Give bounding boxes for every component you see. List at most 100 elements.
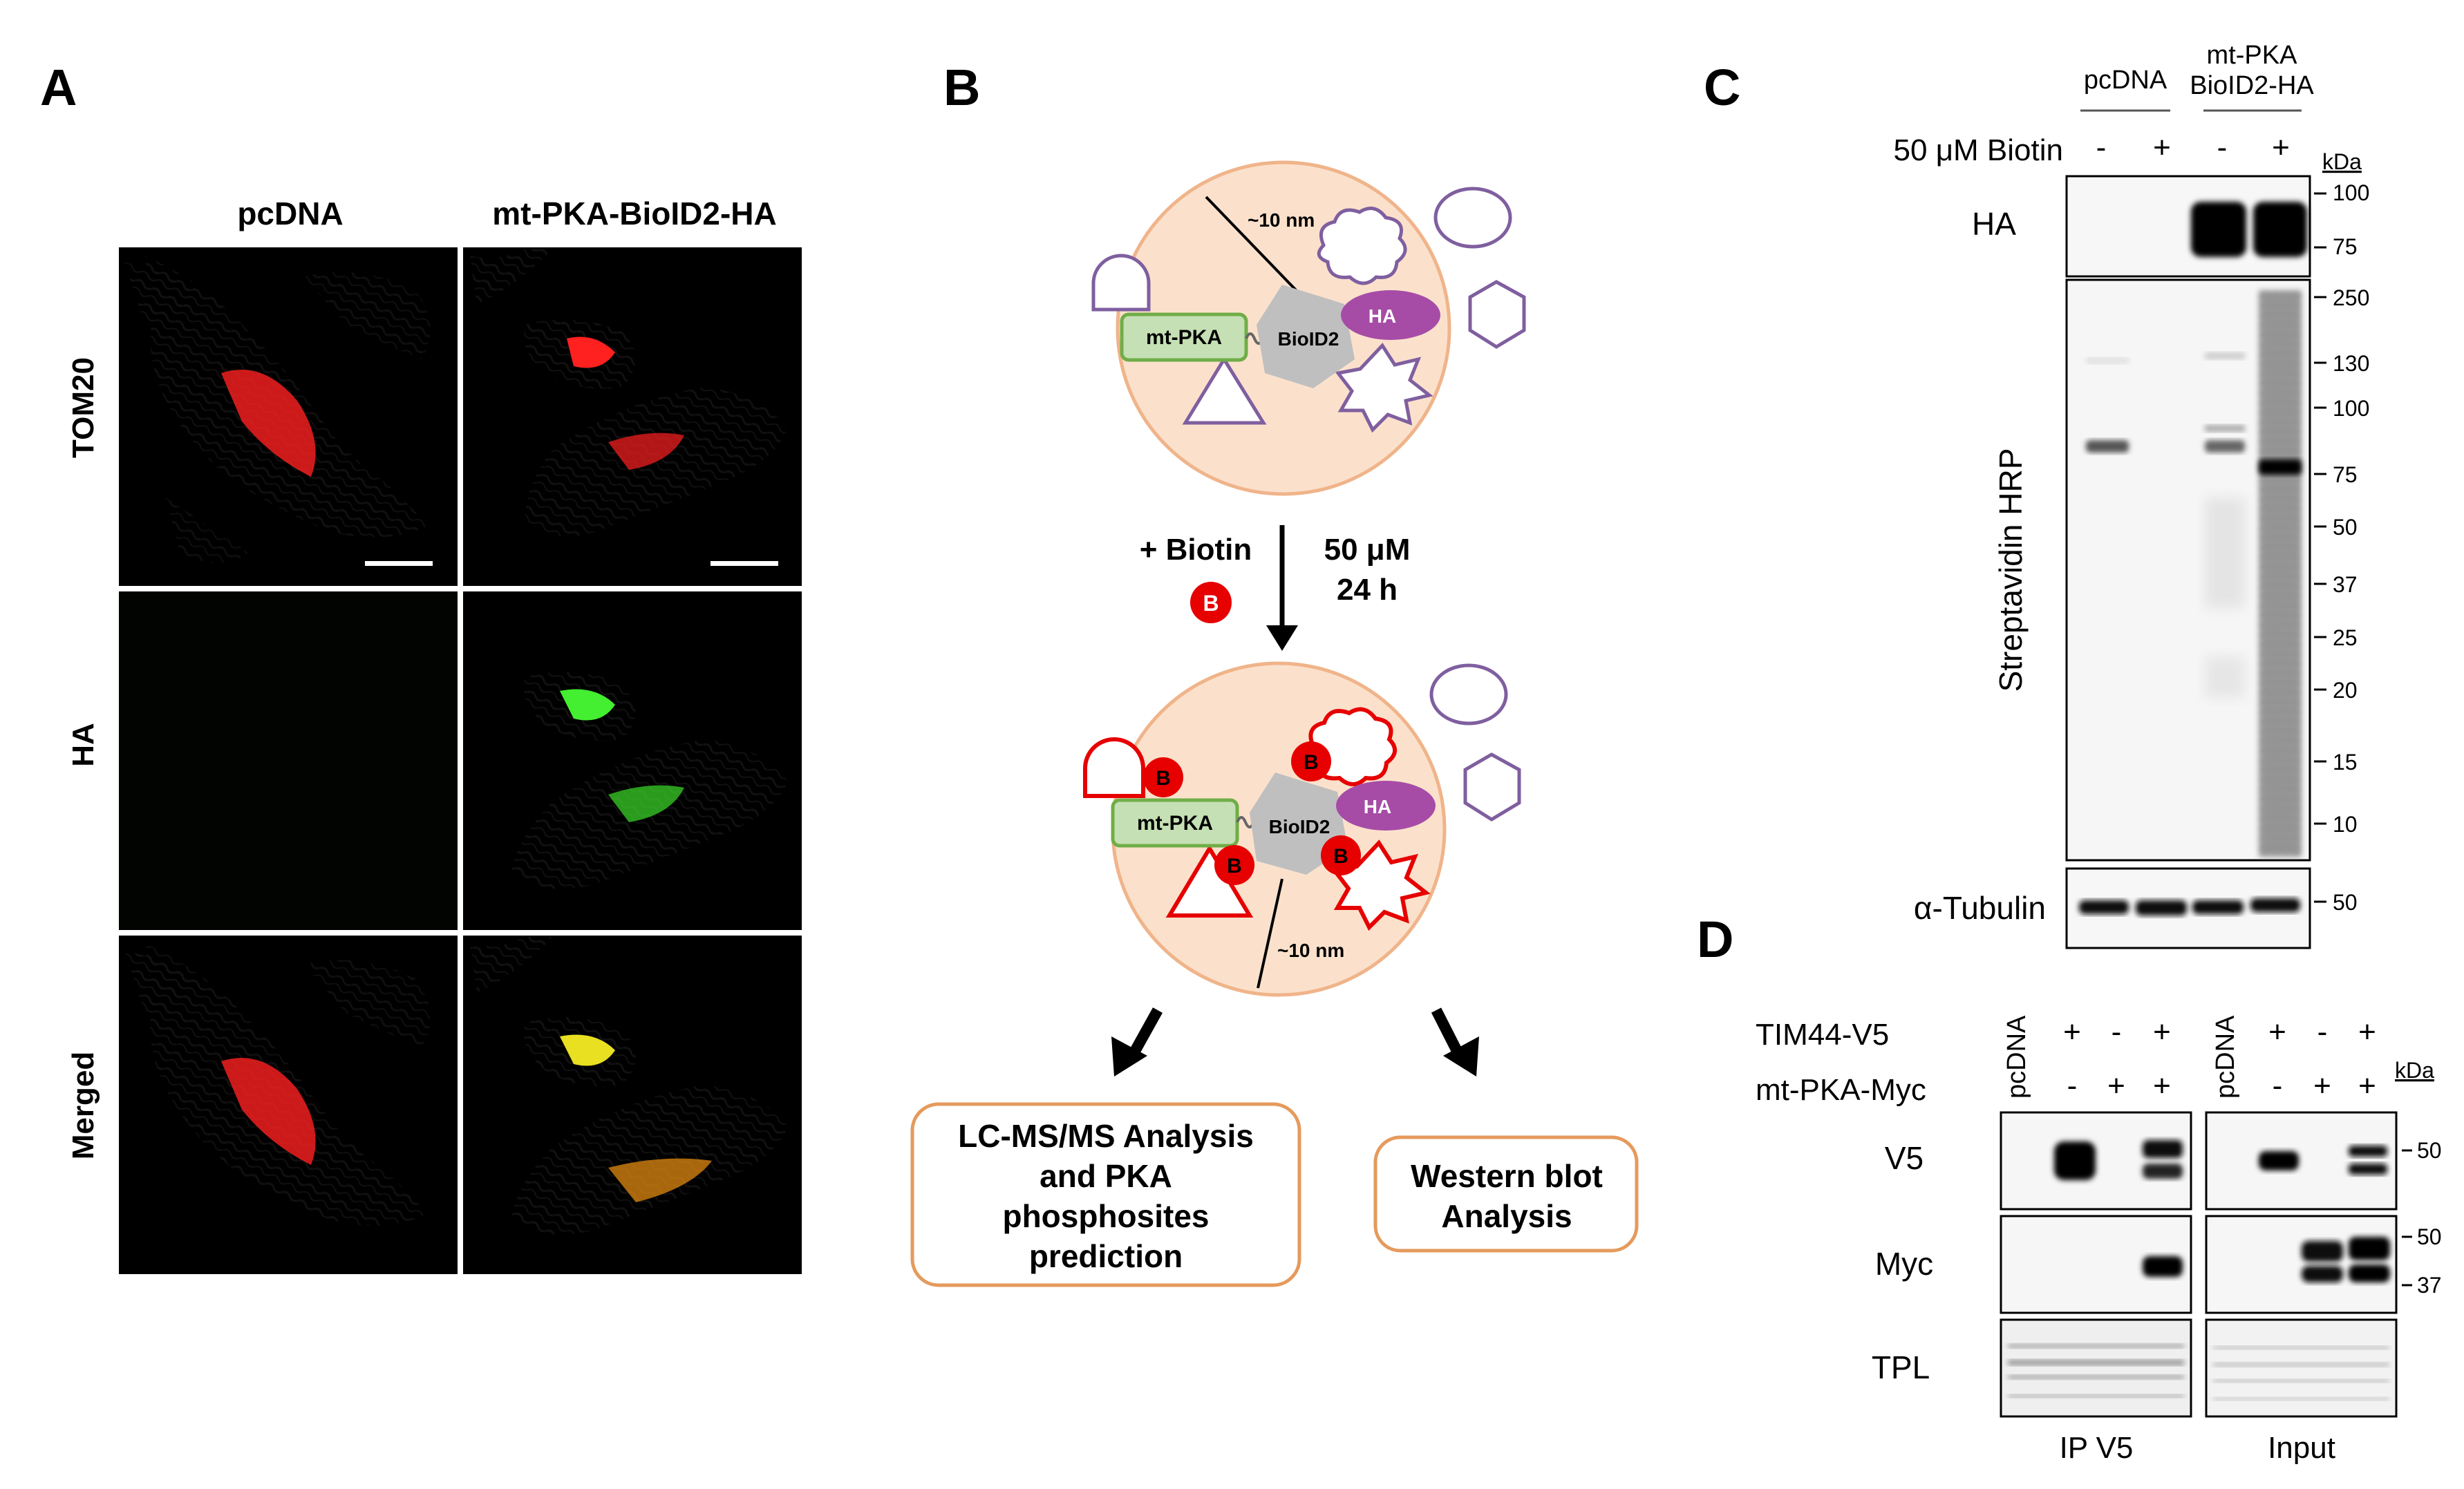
biotin-icon: [1190, 582, 1232, 623]
image-ha-mtpka: [463, 591, 802, 930]
distance-label-top: ~10 nm: [1248, 209, 1315, 231]
group-label-mtpka-line1: mt-PKA: [2207, 41, 2298, 70]
svg-text:250: 250: [2333, 285, 2369, 310]
prey-hexagon: [1463, 752, 1521, 822]
prey-oval: [1433, 187, 1512, 249]
row-label-mtpka-myc: mt-PKA-Myc: [1756, 1073, 1926, 1107]
col-label-pcdna: pcDNA: [237, 196, 343, 231]
svg-text:Analysis: Analysis: [1441, 1198, 1572, 1234]
blot-tpl-input: [2205, 1318, 2398, 1418]
image-tom20-pcdna: [119, 247, 458, 586]
svg-text:25: 25: [2333, 625, 2358, 650]
prey-triangle: [1182, 356, 1267, 425]
biotin-tag: B: [1321, 835, 1361, 875]
svg-text:100: 100: [2333, 180, 2369, 205]
bioid2-label: BioID2: [1269, 816, 1330, 837]
cell-before-biotin: ~10 nm mt-PKA BioID2 HA: [1091, 160, 1526, 496]
western-blot-box: [1373, 1135, 1639, 1253]
row-label-merged: Merged: [66, 1052, 100, 1159]
blot-label-tubulin: α-Tubulin: [1914, 890, 2046, 926]
svg-text:B: B: [1203, 591, 1219, 616]
biotin-time: 24 h: [1337, 573, 1398, 607]
mtpka-box: [1111, 798, 1239, 848]
ha-tag: [1341, 290, 1440, 340]
biotin-concentration: 50 μM: [1324, 533, 1411, 567]
lane-sign-2: +: [2153, 131, 2171, 164]
svg-text:130: 130: [2333, 351, 2369, 376]
group-label-mtpka-line2: BioID2-HA: [2190, 71, 2314, 100]
svg-text:+: +: [2358, 1015, 2376, 1049]
svg-text:50: 50: [2417, 1138, 2442, 1163]
scale-bar: [365, 561, 433, 566]
svg-text:15: 15: [2333, 750, 2358, 775]
distance-label-bottom: ~10 nm: [1277, 940, 1344, 961]
blot-label-ha: HA: [1972, 206, 2016, 242]
kda-label: kDa: [2395, 1058, 2434, 1083]
radius-line: [1205, 196, 1301, 295]
svg-text:LC-MS/MS Analysis: LC-MS/MS Analysis: [958, 1118, 1254, 1154]
svg-text:10: 10: [2333, 812, 2358, 837]
prey-oval: [1429, 663, 1508, 725]
ip-pcdna-label: pcDNA: [2002, 1015, 2031, 1099]
lcms-analysis-box: [910, 1102, 1301, 1287]
arrow-to-lcms: [1111, 1007, 1163, 1077]
svg-text:+: +: [2107, 1069, 2125, 1103]
radius-line: [1257, 878, 1283, 989]
ha-tag: [1336, 781, 1436, 831]
mtpka-label: mt-PKA: [1137, 812, 1213, 835]
svg-text:-: -: [2112, 1015, 2122, 1049]
bioid2-label: BioID2: [1278, 328, 1339, 350]
kda-label: kDa: [2322, 149, 2362, 174]
svg-text:B: B: [1333, 845, 1348, 868]
biotin-tag: B: [1214, 845, 1254, 885]
ha-tag-label: HA: [1369, 305, 1396, 327]
prey-hexagon: [1468, 280, 1526, 349]
svg-text:B: B: [1156, 767, 1171, 790]
panel-c: C pcDNA mt-PKA BioID2-HA 50 μM Biotin - …: [1704, 41, 2369, 949]
ip-v5-label: IP V5: [2060, 1431, 2134, 1465]
panel-d-label: D: [1697, 911, 1733, 968]
panel-b: B ~10 nm mt-PKA BioID2 HA + Biotin: [910, 59, 1639, 1287]
row-label-ha: HA: [66, 723, 100, 767]
arrow-to-western: [1431, 1007, 1479, 1077]
prey-star: [1335, 342, 1433, 433]
panel-a-label: A: [40, 59, 77, 116]
svg-text:and PKA: and PKA: [1040, 1158, 1172, 1194]
biotin-tag: B: [1143, 757, 1183, 797]
image-merged-mtpka: [463, 936, 802, 1274]
svg-text:50: 50: [2417, 1224, 2442, 1249]
mtpka-label: mt-PKA: [1146, 326, 1222, 349]
blot-label-streptavidin: Streptavidin HRP: [1993, 448, 2029, 692]
svg-text:50: 50: [2333, 515, 2358, 540]
panel-a: A pcDNA mt-PKA-BioID2-HA TOM20 HA Merged: [40, 59, 802, 1274]
svg-text:+: +: [2313, 1069, 2331, 1103]
svg-text:20: 20: [2333, 678, 2358, 703]
panel-d: D TIM44-V5 mt-PKA-Myc pcDNA + - + - + + …: [1697, 911, 2442, 1465]
col-label-mtpka-bioid2-ha: mt-PKA-BioID2-HA: [492, 196, 776, 231]
bioid2-shape: [1257, 285, 1355, 388]
group-label-pcdna: pcDNA: [2084, 66, 2167, 95]
prey-cloud: [1317, 207, 1407, 285]
svg-text:Western blot: Western blot: [1411, 1158, 1603, 1194]
svg-text:37: 37: [2417, 1273, 2442, 1298]
svg-text:50: 50: [2333, 890, 2358, 915]
svg-text:37: 37: [2333, 572, 2358, 597]
image-tom20-mtpka: [463, 247, 802, 586]
svg-text:+: +: [2153, 1069, 2171, 1103]
svg-text:75: 75: [2333, 462, 2358, 487]
image-merged-pcdna: [119, 936, 458, 1274]
panel-c-label: C: [1704, 59, 1740, 116]
svg-text:+: +: [2063, 1015, 2081, 1049]
svg-text:-: -: [2317, 1015, 2328, 1049]
svg-text:75: 75: [2333, 234, 2358, 259]
scale-bar: [711, 561, 778, 566]
biotin-tag: B: [1291, 741, 1331, 781]
image-ha-pcdna: [119, 591, 458, 930]
lane-sign-1: -: [2096, 131, 2107, 164]
blot-label-tpl: TPL: [1872, 1349, 1930, 1385]
svg-text:-: -: [2067, 1069, 2078, 1103]
row-label-tim44-v5: TIM44-V5: [1756, 1018, 1889, 1052]
lane-sign-3: -: [2217, 131, 2228, 164]
biotin-label: + Biotin: [1140, 533, 1252, 567]
